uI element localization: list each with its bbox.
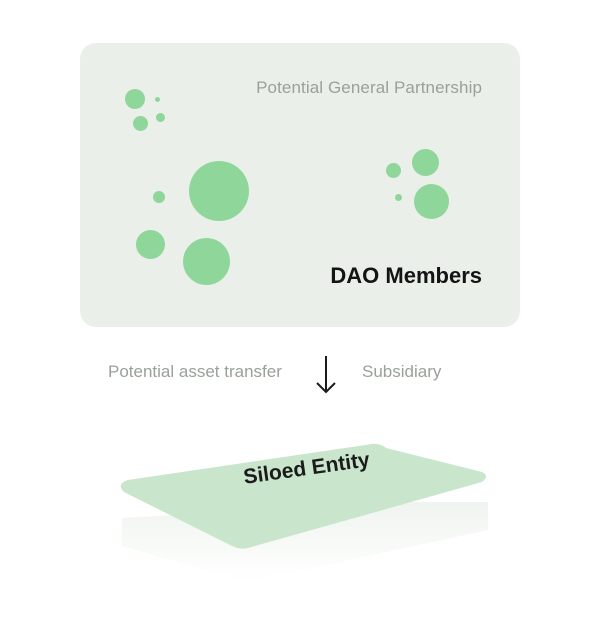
card-title: Potential General Partnership [256,78,482,97]
member-dot [156,113,165,122]
siloed-entity-shape [120,443,488,582]
member-dot [125,89,145,109]
dao-members-label: DAO Members [330,263,482,288]
member-dot [189,161,249,221]
member-dot [153,191,165,203]
general-partnership-card: Potential General Partnership DAO Member… [80,43,520,327]
subsidiary-label: Subsidiary [362,362,442,381]
arrow-down-icon [316,356,336,394]
asset-transfer-label: Potential asset transfer [108,362,282,381]
asset-flow: Potential asset transfer Subsidiary [0,354,600,398]
member-dot [155,97,160,102]
member-dot [386,163,401,178]
member-dot [133,116,148,131]
member-dot [395,194,402,201]
member-dot [183,238,230,285]
member-dot [414,184,449,219]
member-dot [136,230,165,259]
member-dot [412,149,439,176]
